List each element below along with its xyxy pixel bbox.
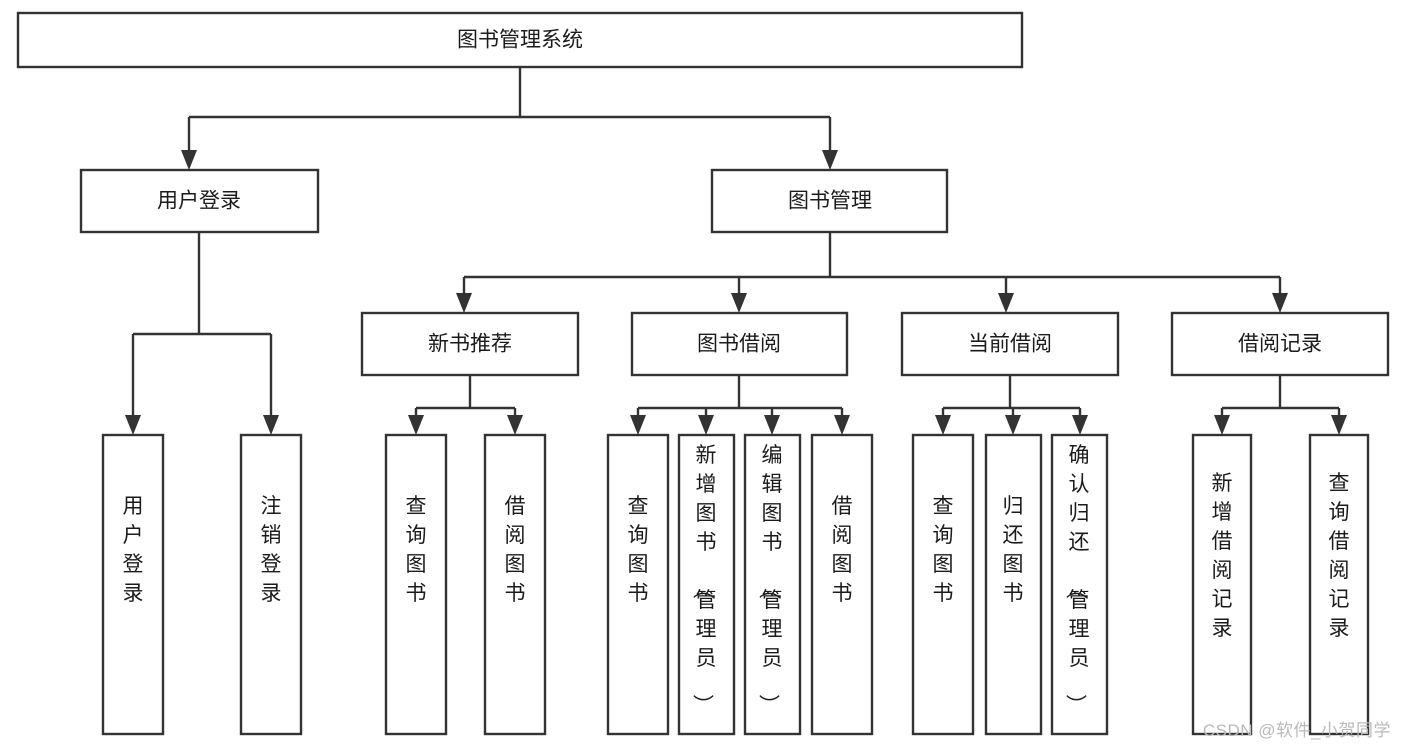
leaf-borrow-book-borrow[interactable]: 借阅图书 (810, 433, 874, 736)
leaf-query-book-newbook[interactable]: 查询图书 (384, 433, 448, 736)
leaf-query-borrow-record-label: 查询借阅记录 (1329, 472, 1350, 640)
leaf-user-login-box[interactable] (101, 433, 165, 736)
node-current-borrow-label: 当前借阅 (968, 333, 1052, 356)
node-new-book-recommend[interactable]: 新书推荐 (360, 311, 580, 377)
node-book-management[interactable]: 图书管理 (710, 168, 949, 234)
leaf-query-book-newbook-label: 查询图书 (406, 495, 427, 605)
arrowhead-leaf-query-book-1 (408, 415, 424, 435)
leaf-query-borrow-record[interactable]: 查询借阅记录 (1308, 433, 1370, 736)
leaf-query-book-newbook-box[interactable] (384, 433, 448, 736)
leaf-query-book-borrow-label: 查询图书 (628, 495, 649, 605)
node-borrow-record-box[interactable] (1170, 311, 1390, 377)
node-root-system-box[interactable] (16, 11, 1024, 69)
leaf-return-book[interactable]: 归还图书 (984, 433, 1043, 736)
leaf-borrow-book-borrow-label: 借阅图书 (832, 495, 853, 605)
arrowhead-leaf-query-book-3 (935, 415, 951, 435)
node-user-login-label: 用户登录 (157, 190, 241, 213)
node-borrow-record[interactable]: 借阅记录 (1170, 311, 1390, 377)
node-new-book-recommend-label: 新书推荐 (428, 333, 512, 356)
node-book-management-box[interactable] (710, 168, 949, 234)
leaf-borrow-book-newbook-box[interactable] (483, 433, 547, 736)
arrowhead-leaf-return-book (1005, 415, 1021, 435)
arrowhead-leaf-user-login (125, 415, 141, 435)
node-new-book-recommend-box[interactable] (360, 311, 580, 377)
leaf-query-borrow-record-box[interactable] (1308, 433, 1370, 736)
node-root-system-label: 图书管理系统 (457, 29, 583, 52)
arrowhead-leaf-confirm-return (1072, 415, 1088, 435)
leaf-borrow-book-newbook-label: 借阅图书 (505, 495, 526, 605)
leaf-confirm-return-admin-label: 确认归还（管理员） (1064, 444, 1090, 715)
leaf-borrow-book-borrow-box[interactable] (810, 433, 874, 736)
leaf-edit-book-admin-label: 编辑图书（管理员） (757, 444, 783, 715)
arrowhead-book-mgmt (822, 150, 838, 170)
leaf-edit-book-admin-box[interactable] (743, 433, 802, 736)
arrowhead-leaf-borrow-book-2 (834, 415, 850, 435)
leaf-add-borrow-record-label: 新增借阅记录 (1212, 472, 1233, 640)
arrowhead-user-login (181, 150, 197, 170)
leaf-borrow-book-newbook[interactable]: 借阅图书 (483, 433, 547, 736)
leaf-add-borrow-record-box[interactable] (1191, 433, 1253, 736)
leaf-logout-label: 注销登录 (261, 495, 282, 605)
leaf-logout[interactable]: 注销登录 (239, 433, 303, 736)
leaf-return-book-label: 归还图书 (1003, 495, 1024, 605)
leaf-confirm-return-admin-box[interactable] (1050, 433, 1109, 736)
arrowhead-leaf-add-record (1214, 415, 1230, 435)
node-borrow-record-label: 借阅记录 (1238, 333, 1322, 356)
leaf-query-book-borrow[interactable]: 查询图书 (606, 433, 670, 736)
leaf-user-login[interactable]: 用户登录 (101, 433, 165, 736)
leaf-query-book-current-box[interactable] (911, 433, 975, 736)
leaf-add-borrow-record[interactable]: 新增借阅记录 (1191, 433, 1253, 736)
arrowhead-leaf-borrow-book-1 (507, 415, 523, 435)
node-root-system[interactable]: 图书管理系统 (16, 11, 1024, 69)
leaf-return-book-box[interactable] (984, 433, 1043, 736)
arrowhead-book-borrow (731, 293, 747, 313)
node-book-management-label: 图书管理 (788, 190, 872, 213)
leaf-edit-book-admin[interactable]: 编辑图书（管理员） (743, 433, 802, 736)
node-current-borrow-box[interactable] (900, 311, 1120, 377)
leaf-add-book-admin[interactable]: 新增图书（管理员） (677, 433, 736, 736)
arrowhead-current-borrow (998, 293, 1014, 313)
csdn-watermark: CSDN @软件_小贺同学 (1202, 721, 1391, 740)
arrowhead-new-book-rec (456, 293, 472, 313)
node-current-borrow[interactable]: 当前借阅 (900, 311, 1120, 377)
leaf-add-book-admin-box[interactable] (677, 433, 736, 736)
node-user-login-box[interactable] (79, 168, 320, 234)
arrowhead-borrow-record (1272, 293, 1288, 313)
leaf-query-book-borrow-box[interactable] (606, 433, 670, 736)
arrowhead-leaf-add-book (698, 415, 714, 435)
node-book-borrow[interactable]: 图书借阅 (630, 311, 849, 377)
arrowhead-leaf-logout (263, 415, 279, 435)
leaf-query-book-current[interactable]: 查询图书 (911, 433, 975, 736)
arrowhead-leaf-query-book-2 (630, 415, 646, 435)
arrowhead-leaf-edit-book (764, 415, 780, 435)
leaf-confirm-return-admin[interactable]: 确认归还（管理员） (1050, 433, 1109, 736)
arrowhead-leaf-query-record (1331, 415, 1347, 435)
node-user-login[interactable]: 用户登录 (79, 168, 320, 234)
node-book-borrow-label: 图书借阅 (697, 333, 781, 356)
leaf-add-book-admin-label: 新增图书（管理员） (691, 444, 717, 715)
leaf-user-login-label: 用户登录 (123, 495, 144, 605)
connector-layer (125, 67, 1347, 435)
leaf-query-book-current-label: 查询图书 (933, 495, 954, 605)
leaf-logout-box[interactable] (239, 433, 303, 736)
node-book-borrow-box[interactable] (630, 311, 849, 377)
